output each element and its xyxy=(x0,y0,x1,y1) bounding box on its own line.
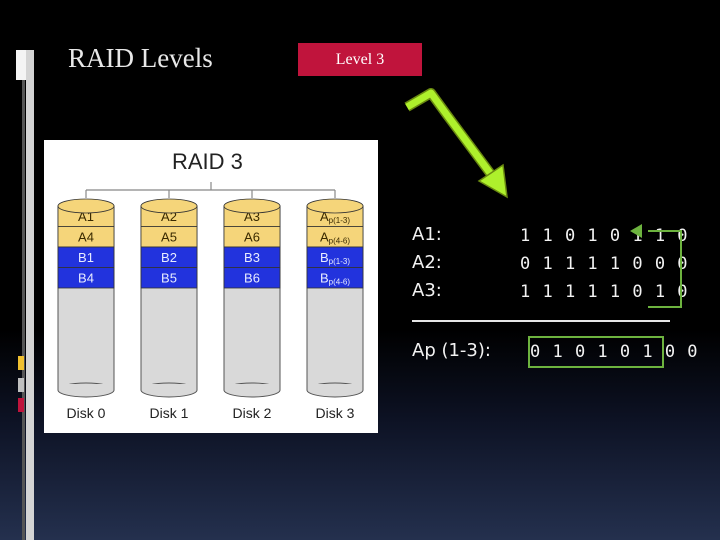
row-bits-a2: 0 1 1 1 1 0 0 0 xyxy=(520,254,689,274)
block-label: Ap(4-6) xyxy=(320,230,350,246)
disk-label: Disk 1 xyxy=(150,405,189,421)
left-accent-bar xyxy=(26,50,34,540)
stripe-block xyxy=(140,267,198,289)
disk-bottom-fill xyxy=(141,384,197,390)
row-bits-a3: 1 1 1 1 1 0 1 0 xyxy=(520,282,689,302)
block-label: Ap(1-3) xyxy=(320,209,350,225)
block-label: B4 xyxy=(78,271,94,286)
row-bits-a1: 1 1 0 1 0 1 1 0 xyxy=(520,226,689,246)
block-label: B6 xyxy=(244,271,260,286)
stripe-block xyxy=(223,267,281,289)
disk-bottom-fill xyxy=(224,384,280,390)
disk-top xyxy=(306,198,364,214)
disk-top xyxy=(223,198,281,214)
block-label: A6 xyxy=(244,230,260,245)
slide-title: RAID Levels xyxy=(68,43,213,73)
left-marker-gold xyxy=(18,356,24,370)
result-highlight-box xyxy=(528,336,664,368)
left-accent-line xyxy=(22,80,25,540)
block-label: Bp(4-6) xyxy=(320,271,350,287)
disk-label: Disk 3 xyxy=(316,405,355,421)
block-label: B3 xyxy=(244,250,260,265)
block-label: B5 xyxy=(161,271,177,286)
result-bits: 0 1 0 1 0 1 0 0 xyxy=(530,342,699,362)
row-label-a2: A2: xyxy=(412,252,442,273)
disk-label: Disk 0 xyxy=(67,405,106,421)
left-marker-red xyxy=(18,398,24,412)
disk-3: Ap(1-3) Ap(4-6) Bp(1-3) Bp(4-6) Disk 3 xyxy=(306,198,364,421)
row-label-a1: A1: xyxy=(412,224,442,245)
disk-bottom-fill xyxy=(307,384,363,390)
disk-top xyxy=(57,198,115,214)
disk-top xyxy=(140,198,198,214)
disk-bottom-fill xyxy=(58,384,114,390)
level-label-box: Level 3 xyxy=(298,43,422,76)
block-label: Bp(1-3) xyxy=(320,250,350,266)
bits-bracket xyxy=(648,230,682,308)
left-accent-block xyxy=(16,50,26,80)
arrow-icon xyxy=(404,88,508,199)
block-label: A5 xyxy=(161,230,177,245)
stripe-block xyxy=(57,267,115,289)
disk-label: Disk 2 xyxy=(233,405,272,421)
bracket-arrow-icon xyxy=(630,224,642,238)
block-label: B1 xyxy=(78,250,94,265)
sum-divider xyxy=(412,320,670,322)
block-label: B2 xyxy=(161,250,177,265)
stripe-block xyxy=(306,267,364,289)
left-marker-gray xyxy=(18,378,24,392)
result-label: Ap (1-3): xyxy=(412,340,491,361)
block-label: A4 xyxy=(78,230,94,245)
diagram-title: RAID 3 xyxy=(172,149,243,174)
row-label-a3: A3: xyxy=(412,280,442,301)
